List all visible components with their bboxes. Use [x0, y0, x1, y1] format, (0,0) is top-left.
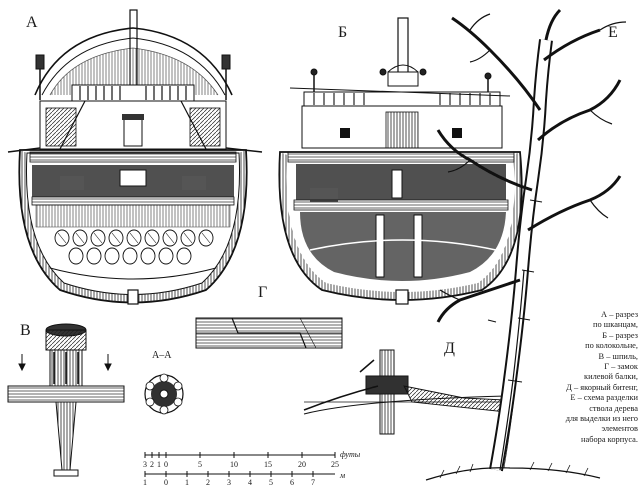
capstan-drawing: [7, 323, 184, 477]
legend-line: Г – замок: [604, 362, 638, 372]
scale-meter-tick: 1: [143, 478, 147, 487]
legend-line: В – шпиль,: [598, 351, 638, 361]
legend-line: Е – схема разделки: [570, 393, 638, 403]
tree-drawing: [425, 8, 627, 481]
keel-scarf-drawing: [195, 317, 343, 349]
scale-feet-tick: 1: [157, 460, 161, 469]
scale-feet-tick: 3: [143, 460, 147, 469]
scale-feet-tick: 25: [331, 460, 339, 469]
scale-meter-tick: 2: [206, 478, 210, 487]
scale-meter-tick: 6: [290, 478, 294, 487]
figure-label-v: В: [20, 322, 31, 339]
section-b-drawing: [278, 17, 523, 305]
figure-label-d: Д: [444, 340, 455, 357]
scale-feet-label: футы: [340, 450, 361, 459]
legend-line: по колокольне,: [585, 341, 638, 351]
scale-meter-tick: 1: [185, 478, 189, 487]
scale-meters-label: м: [340, 471, 346, 480]
scale-feet-tick: 15: [264, 460, 272, 469]
scale-meter-tick: 3: [227, 478, 231, 487]
section-label-aa: А–А: [152, 350, 172, 361]
scale-feet-tick: 2: [150, 460, 154, 469]
scale-meter-tick: 5: [269, 478, 273, 487]
figure-label-a: А: [26, 14, 38, 31]
legend-line: Б – разрез: [602, 330, 638, 340]
legend-line: по шканцам,: [593, 320, 638, 330]
scale-bar: [144, 452, 336, 477]
figure-label-b: Б: [338, 24, 348, 41]
scale-meter-tick: 4: [248, 478, 252, 487]
scale-meter-tick: 0: [164, 478, 168, 487]
scale-feet-tick: 20: [298, 460, 306, 469]
figure-label-e: Е: [608, 24, 618, 41]
scale-feet-tick: 0: [164, 460, 168, 469]
legend-line: Д – якорный битенг,: [566, 382, 638, 392]
scale-feet-tick: 10: [230, 460, 238, 469]
anchor-bitt-drawing: [303, 349, 507, 435]
legend-line: А – разрез: [601, 310, 638, 319]
scale-feet-tick: 5: [198, 460, 202, 469]
scale-meter-tick: 7: [311, 478, 315, 487]
legend-line: килевой балки,: [584, 372, 638, 382]
legend-line: ствола дерева: [589, 403, 638, 413]
figure-label-g: Г: [258, 284, 268, 301]
legend-line: элементов: [601, 424, 638, 434]
section-a-drawing: [7, 9, 263, 305]
legend: А – разрез по шканцам, Б – разрез по кол…: [548, 310, 638, 445]
legend-line: для выделки из него: [565, 414, 638, 424]
legend-line: набора корпуса.: [581, 434, 638, 444]
